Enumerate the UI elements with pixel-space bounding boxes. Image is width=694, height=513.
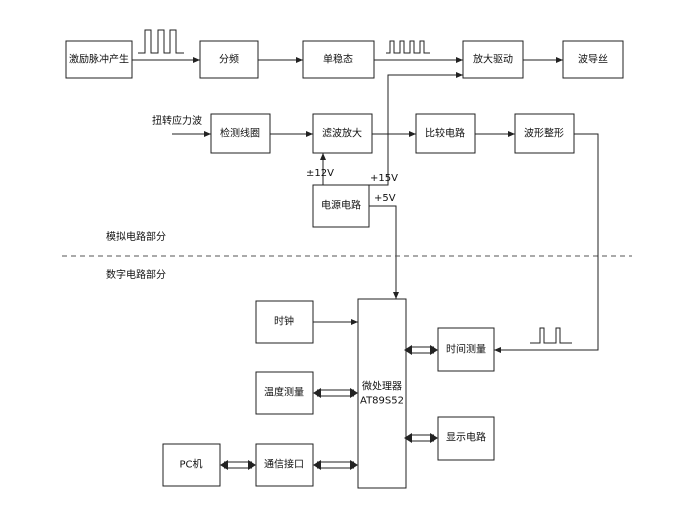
svg-text:比较电路: 比较电路 bbox=[425, 127, 465, 140]
svg-text:电源电路: 电源电路 bbox=[321, 199, 361, 212]
narrow-pulse-icon bbox=[386, 40, 430, 54]
svg-text:滤波放大: 滤波放大 bbox=[322, 127, 362, 140]
svg-text:激励脉冲产生: 激励脉冲产生 bbox=[69, 53, 129, 66]
plus-5v-label: +5V bbox=[374, 193, 396, 204]
time-measure-block: 时间测量 bbox=[437, 327, 495, 372]
power-block: 电源电路 bbox=[312, 184, 370, 228]
svg-text:温度测量: 温度测量 bbox=[264, 386, 304, 399]
svg-text:时间测量: 时间测量 bbox=[446, 343, 486, 356]
pulse-train-icon bbox=[138, 29, 184, 54]
comparator-block: 比较电路 bbox=[415, 113, 476, 154]
temp-measure-block: 温度测量 bbox=[255, 371, 314, 415]
bus-pc-comm bbox=[220, 460, 256, 470]
arrow-power-to-mcu bbox=[369, 205, 399, 299]
pc-block: PC机 bbox=[162, 443, 221, 487]
digital-section-label: 数字电路部分 bbox=[106, 268, 166, 281]
display-block: 显示电路 bbox=[437, 416, 495, 461]
svg-text:显示电路: 显示电路 bbox=[446, 431, 486, 444]
bus-temp-mcu bbox=[313, 388, 358, 398]
excitation-pulse-block: 激励脉冲产生 bbox=[65, 40, 133, 79]
svg-text:检测线圈: 检测线圈 bbox=[220, 127, 260, 140]
svg-text:单稳态: 单稳态 bbox=[323, 53, 353, 66]
filter-amp-block: 滤波放大 bbox=[312, 113, 373, 154]
svg-text:通信接口: 通信接口 bbox=[264, 458, 304, 471]
bus-comm-mcu bbox=[313, 460, 358, 470]
divider-block: 分频 bbox=[199, 40, 259, 79]
svg-text:波形整形: 波形整形 bbox=[524, 127, 564, 140]
svg-text:时钟: 时钟 bbox=[274, 315, 294, 328]
comm-interface-block: 通信接口 bbox=[255, 443, 314, 487]
detect-coil-block: 检测线圈 bbox=[210, 113, 271, 154]
waveguide-wire-block: 波导丝 bbox=[562, 40, 624, 79]
svg-text:微处理器: 微处理器 bbox=[362, 380, 402, 393]
bus-display-mcu bbox=[404, 433, 438, 443]
svg-text:波导丝: 波导丝 bbox=[578, 53, 608, 66]
arrow-shaping-to-time bbox=[494, 133, 599, 353]
monostable-block: 单稳态 bbox=[302, 40, 375, 79]
amp-drive-block: 放大驱动 bbox=[462, 40, 524, 79]
mcu-block: 微处理器 AT89S52 bbox=[357, 298, 407, 489]
svg-text:放大驱动: 放大驱动 bbox=[473, 53, 513, 66]
analog-section-label: 模拟电路部分 bbox=[106, 230, 166, 243]
bus-time-mcu bbox=[404, 345, 438, 355]
svg-text:AT89S52: AT89S52 bbox=[360, 396, 404, 407]
svg-text:PC机: PC机 bbox=[179, 458, 202, 471]
arrow-power-to-amp bbox=[355, 72, 463, 186]
svg-text:分频: 分频 bbox=[219, 53, 239, 66]
shaping-block: 波形整形 bbox=[514, 113, 575, 154]
torsion-wave-label: 扭转应力波 bbox=[152, 114, 202, 127]
minus-12v-label: ±12V bbox=[306, 168, 334, 179]
clock-block: 时钟 bbox=[255, 300, 314, 344]
echo-pulse-icon bbox=[530, 327, 572, 344]
plus-15v-label: +15V bbox=[370, 173, 398, 184]
